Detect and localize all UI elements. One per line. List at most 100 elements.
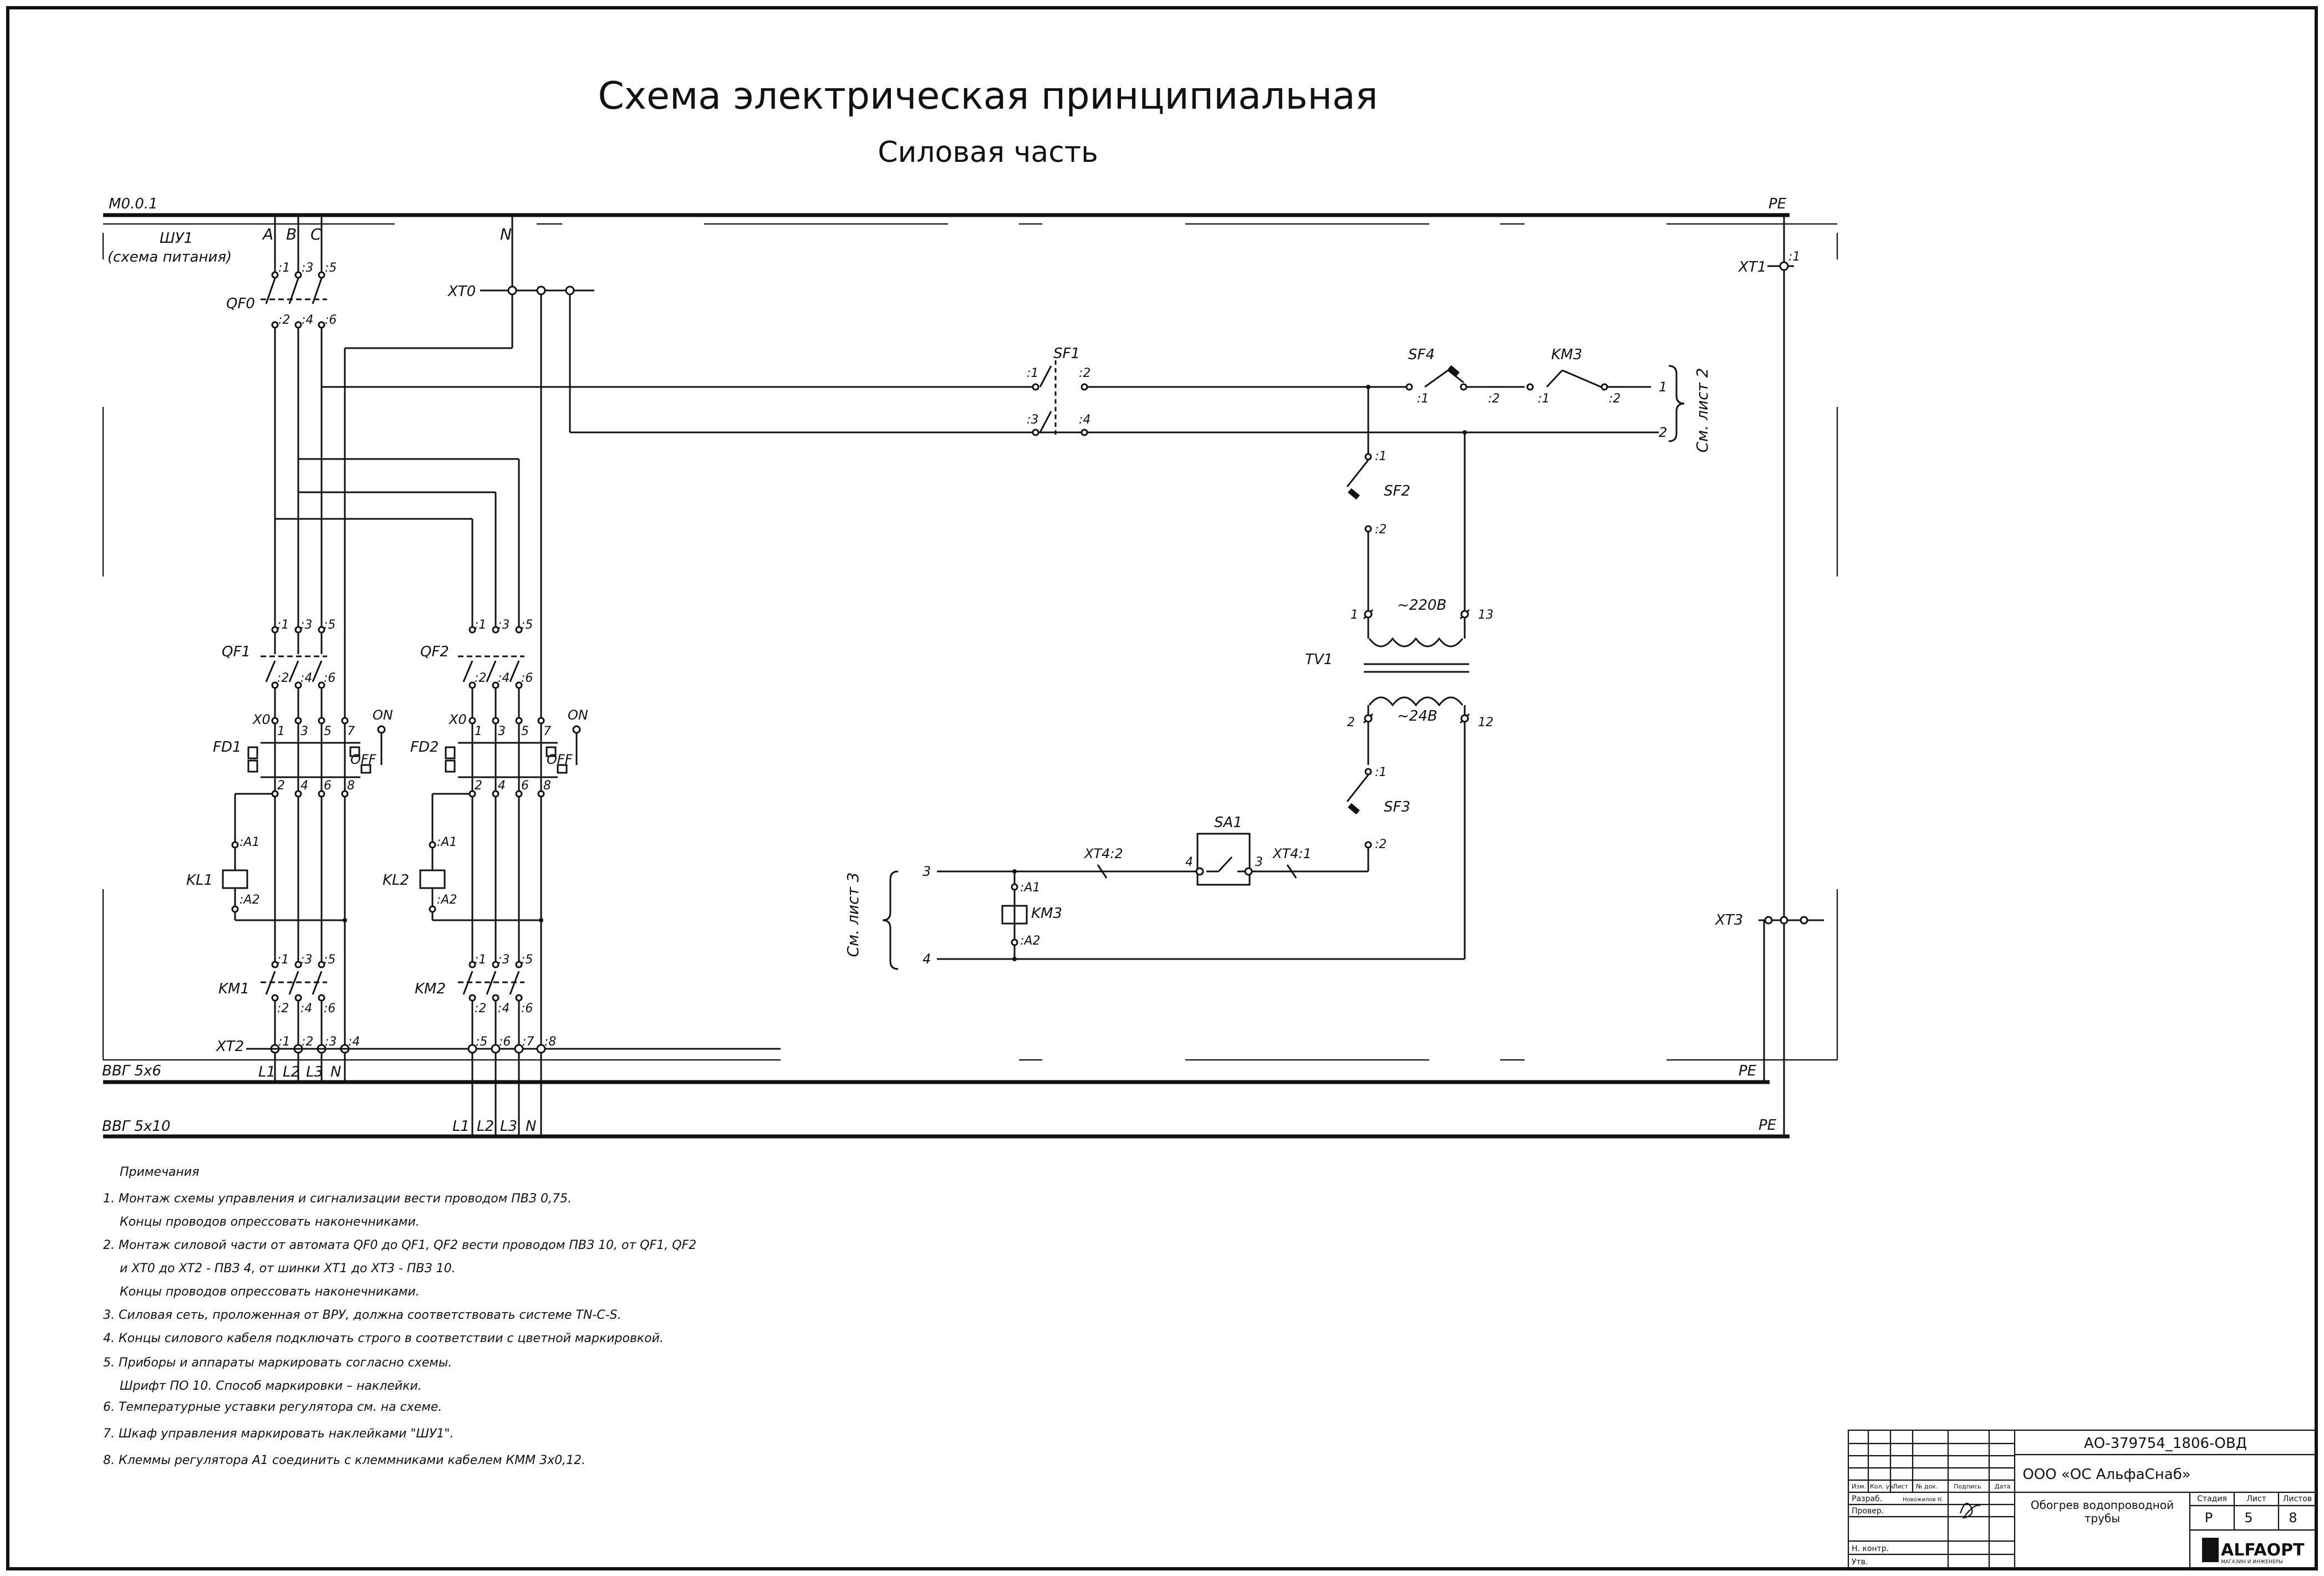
sf4-t2: :2 — [1488, 392, 1500, 406]
xt42-label: XT4:2 — [1083, 846, 1123, 861]
sf4-label: SF4 — [1408, 346, 1435, 363]
stamp-doc-code: АО-379754_1806-ОВД — [2084, 1435, 2247, 1452]
panel-boundary — [102, 223, 1838, 1061]
kl1-a2: :A2 — [239, 893, 259, 907]
kl2-label: KL2 — [383, 872, 409, 889]
sf1-label: SF1 — [1053, 345, 1080, 362]
xt2-t7: :7 — [522, 1035, 534, 1049]
fd2-n5: 5 — [521, 725, 529, 738]
xt1-t1: :1 — [1788, 250, 1800, 264]
km1-t3: :3 — [300, 953, 312, 967]
xt2-t1: :1 — [278, 1035, 290, 1049]
km1-t2: :2 — [277, 1002, 289, 1016]
stamp-company: ООО «ОС АльфаСнаб» — [2022, 1466, 2190, 1483]
fd2-n7: 7 — [543, 725, 551, 738]
km2-label: KM2 — [415, 981, 446, 997]
note-2: 2. Монтаж силовой части от автомата QF0 … — [103, 1238, 697, 1252]
x0-label-1: X0 — [252, 712, 271, 727]
fd1-n6: 6 — [324, 779, 332, 793]
out2-l3: L3 — [500, 1118, 517, 1135]
out-n2: 2 — [1659, 425, 1667, 440]
note-8: 8. Клеммы регулятора А1 соединить с клем… — [103, 1453, 586, 1467]
xt2-label: XT2 — [215, 1038, 244, 1055]
qf1-label: QF1 — [222, 644, 251, 660]
feed-wires — [261, 215, 1659, 1037]
out1-n: N — [330, 1064, 341, 1080]
km1-t4: :4 — [300, 1002, 312, 1016]
note-7: 7. Шкаф управления маркировать наклейкам… — [103, 1427, 454, 1441]
feeder-1 — [222, 626, 386, 1082]
on-label-2: ON — [568, 707, 588, 723]
note-2-cont-2: Концы проводов опрессовать наконечниками… — [120, 1285, 420, 1299]
sa1-label: SA1 — [1214, 814, 1242, 831]
km1-t6: :6 — [324, 1002, 335, 1016]
fd1-label: FD1 — [213, 739, 242, 756]
fd2-n8: 8 — [543, 779, 551, 793]
stamp-project-1: Обогрев водопроводной — [2031, 1498, 2174, 1512]
sf2-t2: :2 — [1375, 523, 1387, 537]
qf2-label: QF2 — [420, 644, 449, 660]
xt3-label: XT3 — [1714, 912, 1743, 929]
stamp-sheets: 8 — [2289, 1510, 2297, 1526]
stamp-col-doc: № док. — [1916, 1483, 1938, 1490]
km3-contact-label: KM3 — [1551, 346, 1582, 363]
qf2-t3: :3 — [498, 618, 509, 632]
out1-l1: L1 — [258, 1064, 276, 1080]
kl2-a1: :A1 — [437, 835, 457, 849]
note-6: 6. Температурные уставки регулятора см. … — [103, 1400, 442, 1414]
note-5: 5. Приборы и аппараты маркировать соглас… — [103, 1356, 452, 1370]
bus-pe-top-label: PE — [1769, 196, 1787, 212]
qf0-t4: :4 — [302, 313, 313, 327]
qf1-t1: :1 — [277, 618, 289, 632]
qf1-t6: :6 — [324, 671, 335, 685]
phase-c-label: C — [310, 225, 322, 243]
logo-icon — [2202, 1538, 2219, 1562]
sf2-t1: :1 — [1375, 450, 1387, 463]
stamp-col-izm: Изм. — [1852, 1483, 1866, 1490]
fd1-n8: 8 — [347, 779, 355, 793]
out1-l2: L2 — [283, 1064, 300, 1080]
km2-t1: :1 — [475, 953, 486, 967]
sf3-t2: :2 — [1375, 838, 1387, 851]
km3-t1: :1 — [1538, 392, 1550, 406]
qf0-terminals — [271, 271, 575, 329]
stamp-col-date: Дата — [1995, 1483, 2010, 1490]
bus-top-label: M0.0.1 — [109, 196, 158, 212]
tv1-n2: 2 — [1347, 716, 1355, 730]
stamp-project-2: трубы — [2085, 1512, 2120, 1525]
page-title: Схема электрическая принципиальная — [598, 74, 1378, 118]
on-label-1: ON — [373, 707, 393, 723]
stamp-stage-header: Стадия — [2197, 1495, 2227, 1503]
xt0-label: XT0 — [447, 283, 476, 300]
sf3-t1: :1 — [1375, 766, 1387, 779]
out2-n: N — [526, 1118, 536, 1135]
stamp-stage: Р — [2205, 1510, 2213, 1526]
qf2-t2: :2 — [475, 671, 486, 685]
note-1-cont: Концы проводов опрессовать наконечниками… — [120, 1215, 420, 1229]
stamp-row-approve: Утв. — [1852, 1558, 1868, 1567]
note-4: 4. Концы силового кабеля подключать стро… — [103, 1332, 664, 1345]
fd2-n6: 6 — [521, 779, 529, 793]
stamp-sheet: 5 — [2244, 1510, 2252, 1526]
sf1-t3: :3 — [1027, 413, 1038, 427]
km2-t5: :5 — [521, 953, 533, 967]
km2-t3: :3 — [498, 953, 509, 967]
fd2-n3: 3 — [498, 725, 506, 738]
xt1-label: XT1 — [1737, 259, 1766, 276]
in-n4: 4 — [923, 951, 931, 967]
stamp-sheet-header: Лист — [2246, 1495, 2266, 1503]
off-label-1: OFF — [350, 752, 377, 767]
signature-icon — [1959, 1502, 1981, 1519]
logo-text: ALFAOPT — [2221, 1541, 2305, 1560]
qf0-t2: :2 — [278, 313, 290, 327]
out-n1: 1 — [1659, 379, 1667, 395]
x0-label-2: X0 — [448, 712, 467, 727]
logo-sub: МАГАЗИН И ИНЖЕНЕРЫ — [2221, 1559, 2283, 1565]
stamp-row-dev: Разраб. — [1852, 1495, 1882, 1503]
kl2-a2: :A2 — [437, 893, 457, 907]
xt2-t3: :3 — [325, 1035, 337, 1049]
km1-t1: :1 — [277, 953, 289, 967]
qf0-label: QF0 — [226, 295, 255, 312]
sf1-t1: :1 — [1027, 366, 1038, 380]
